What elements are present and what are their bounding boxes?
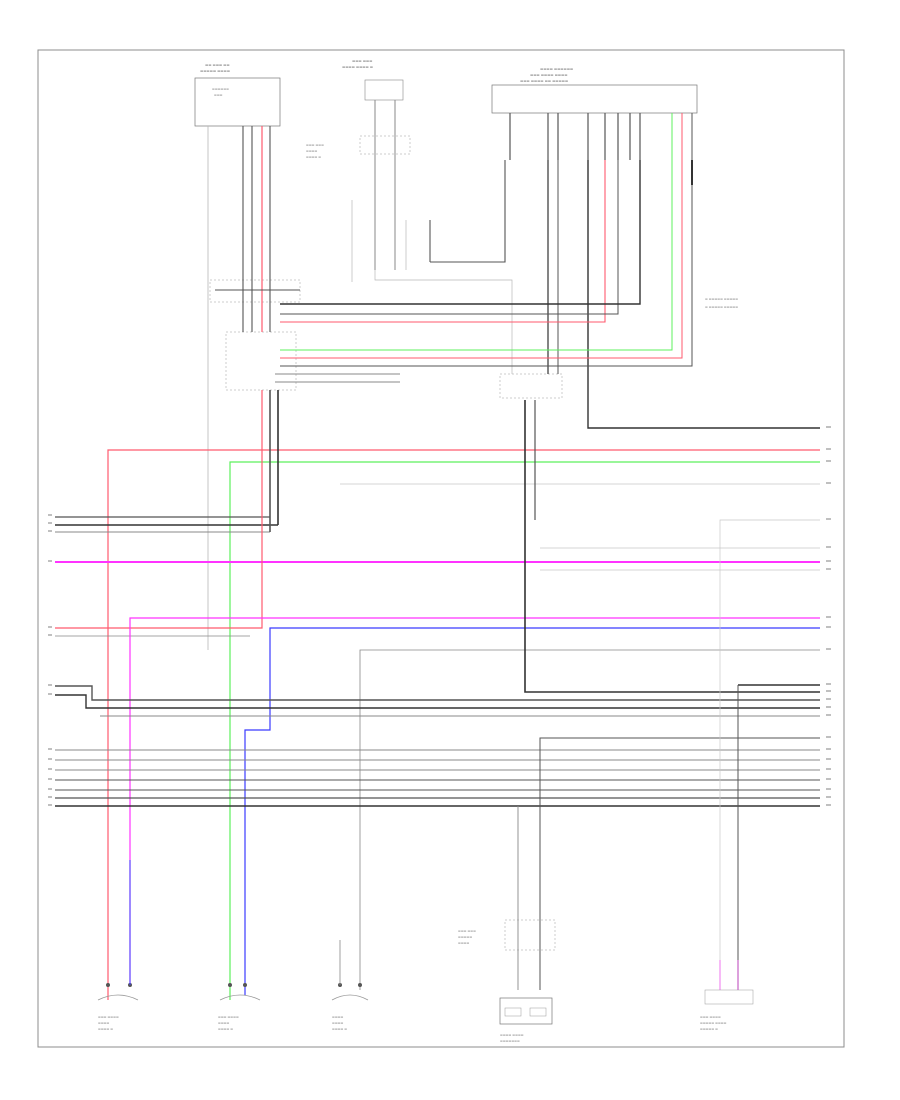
bottom-speaker-2 xyxy=(219,983,261,1001)
svg-text:▬▬▬▬ ▬: ▬▬▬▬ ▬ xyxy=(332,1027,347,1031)
svg-text:▬▬▬▬: ▬▬▬▬ xyxy=(218,1021,230,1025)
svg-text:▬▬▬▬: ▬▬▬▬ xyxy=(458,941,470,945)
svg-text:▬▬▬▬: ▬▬▬▬ xyxy=(332,1015,344,1019)
svg-text:▬▬▬▬▬▬▬: ▬▬▬▬▬▬▬ xyxy=(500,1039,520,1043)
svg-text:▬▬▬▬ ▬▬▬▬▬▬: ▬▬▬▬ ▬▬▬▬▬▬ xyxy=(540,67,573,71)
top-left-module: ▬▬ ▬▬▬ ▬▬ ▬▬▬▬▬ ▬▬▬▬ ▬▬▬▬▬▬ ▬▬▬ xyxy=(194,63,281,127)
svg-text:▬▬▬▬▬ ▬: ▬▬▬▬▬ ▬ xyxy=(700,1027,718,1031)
svg-text:▬▬▬▬: ▬▬▬▬ xyxy=(332,1021,344,1025)
svg-text:▬▬▬▬▬ ▬▬▬▬: ▬▬▬▬▬ ▬▬▬▬ xyxy=(200,69,230,73)
svg-text:▬▬▬▬▬: ▬▬▬▬▬ xyxy=(458,935,472,939)
svg-text:▬▬▬▬: ▬▬▬▬ xyxy=(306,149,318,153)
svg-text:▬▬▬ ▬▬▬▬: ▬▬▬ ▬▬▬▬ xyxy=(98,1015,119,1019)
svg-text:▬▬▬ ▬▬▬▬ ▬▬ ▬▬▬▬▬: ▬▬▬ ▬▬▬▬ ▬▬ ▬▬▬▬▬ xyxy=(520,79,568,83)
svg-text:▬▬▬▬▬▬: ▬▬▬▬▬▬ xyxy=(212,87,229,91)
svg-text:▬▬▬ ▬▬▬▬: ▬▬▬ ▬▬▬▬ xyxy=(218,1015,239,1019)
svg-text:▬▬▬▬ ▬▬▬▬: ▬▬▬▬ ▬▬▬▬ xyxy=(500,1033,524,1037)
svg-text:▬ ▬▬▬▬▬ ▬▬▬▬▬: ▬ ▬▬▬▬▬ ▬▬▬▬▬ xyxy=(705,305,738,309)
legend: ▬ ▬▬▬▬▬ ▬▬▬▬▬ ▬ ▬▬▬▬▬ ▬▬▬▬▬ xyxy=(705,297,738,309)
top-mid-switch: ▬▬▬ ▬▬▬ ▬▬▬▬ ▬▬▬▬ ▬ ▬▬▬ ▬▬▬ ▬▬▬▬ ▬▬▬▬ ▬ xyxy=(306,59,411,159)
bottom-sensor: ▬▬▬ ▬▬▬ ▬▬▬▬▬ ▬▬▬▬ xyxy=(458,919,556,1025)
top-right-unit: ▬▬▬▬ ▬▬▬▬▬▬ ▬▬▬ ▬▬▬▬ ▬▬▬▬ ▬▬▬ ▬▬▬▬ ▬▬ ▬▬… xyxy=(491,67,698,114)
left-wire-tags xyxy=(48,514,52,806)
svg-text:▬▬▬ ▬▬▬: ▬▬▬ ▬▬▬ xyxy=(352,59,372,63)
svg-text:▬▬▬ ▬▬▬▬: ▬▬▬ ▬▬▬▬ xyxy=(700,1015,721,1019)
svg-text:▬▬▬ ▬▬▬: ▬▬▬ ▬▬▬ xyxy=(306,143,324,147)
bottom-speaker-3 xyxy=(331,940,369,1001)
svg-text:▬▬ ▬▬▬ ▬▬: ▬▬ ▬▬▬ ▬▬ xyxy=(205,63,230,67)
svg-text:▬ ▬▬▬▬▬ ▬▬▬▬▬: ▬ ▬▬▬▬▬ ▬▬▬▬▬ xyxy=(705,297,738,301)
bottom-right-connector xyxy=(704,960,754,1005)
right-wire-tags xyxy=(826,426,831,806)
svg-text:▬▬▬ ▬▬▬: ▬▬▬ ▬▬▬ xyxy=(458,929,476,933)
bottom-captions: ▬▬▬ ▬▬▬▬ ▬▬▬▬ ▬▬▬▬ ▬ ▬▬▬ ▬▬▬▬ ▬▬▬▬ ▬▬▬▬ ▬ ▬▬… xyxy=(98,1015,727,1043)
horizontal-harness xyxy=(55,390,820,1000)
diagram-frame xyxy=(37,49,845,1048)
svg-text:▬▬▬▬: ▬▬▬▬ xyxy=(98,1021,110,1025)
junction-block xyxy=(209,279,563,399)
top-right-unit-pins xyxy=(509,113,641,160)
svg-text:▬▬▬: ▬▬▬ xyxy=(214,93,223,97)
svg-text:▬▬▬▬ ▬: ▬▬▬▬ ▬ xyxy=(218,1027,233,1031)
svg-text:▬▬▬▬ ▬: ▬▬▬▬ ▬ xyxy=(98,1027,113,1031)
vertical-wires xyxy=(207,100,820,650)
bottom-speaker-1 xyxy=(97,860,139,1001)
svg-text:▬▬▬▬ ▬▬▬▬ ▬: ▬▬▬▬ ▬▬▬▬ ▬ xyxy=(342,65,373,69)
junction-block-wires xyxy=(215,289,400,383)
svg-text:▬▬▬ ▬▬▬▬ ▬▬▬▬: ▬▬▬ ▬▬▬▬ ▬▬▬▬ xyxy=(530,73,567,77)
svg-text:▬▬▬▬▬ ▬▬▬▬: ▬▬▬▬▬ ▬▬▬▬ xyxy=(700,1021,727,1025)
svg-text:▬▬▬▬ ▬: ▬▬▬▬ ▬ xyxy=(306,155,321,159)
